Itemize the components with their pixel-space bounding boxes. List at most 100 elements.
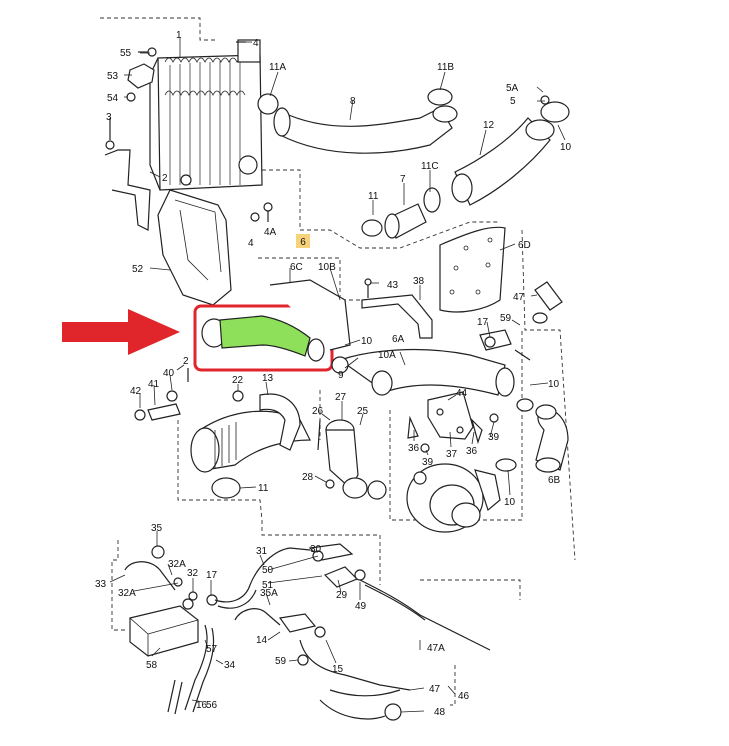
callout: 6D bbox=[518, 240, 531, 251]
callout: 2 bbox=[162, 173, 168, 184]
callout: 11A bbox=[269, 62, 286, 73]
turbo-pipe bbox=[331, 348, 515, 397]
callout: 35 bbox=[151, 523, 163, 534]
turbocharger bbox=[406, 463, 501, 533]
callout: 59 bbox=[500, 313, 512, 324]
callout: 32A bbox=[118, 588, 136, 599]
pipe-27 bbox=[317, 419, 387, 500]
callout: 5 bbox=[510, 96, 516, 107]
callout: 5A bbox=[506, 83, 519, 94]
bracket-clip bbox=[126, 41, 246, 102]
callout: 44 bbox=[456, 388, 468, 399]
callout: 1 bbox=[176, 30, 182, 41]
air-duct bbox=[157, 174, 232, 306]
callout: 14 bbox=[256, 635, 268, 646]
callout: 11 bbox=[368, 191, 379, 202]
hose-6B bbox=[495, 398, 569, 473]
callout: 38 bbox=[413, 276, 425, 287]
callout: 16 bbox=[196, 700, 208, 711]
callout: 52 bbox=[132, 264, 144, 275]
bracket-37 bbox=[407, 391, 499, 453]
callout: 32 bbox=[187, 568, 199, 579]
callout: 58 bbox=[146, 660, 158, 671]
callout: 27 bbox=[335, 392, 347, 403]
callout: 32A bbox=[168, 559, 186, 570]
callout: 22 bbox=[232, 375, 244, 386]
callout: 26 bbox=[312, 406, 324, 417]
callout: 43 bbox=[387, 280, 399, 291]
callout: 53 bbox=[107, 71, 119, 82]
callout: 11C bbox=[421, 161, 439, 172]
highlighted-hose-6 bbox=[201, 315, 325, 362]
callout: 47 bbox=[429, 684, 441, 695]
callout: 54 bbox=[107, 93, 119, 104]
callout: 28 bbox=[302, 472, 314, 483]
vacuum-reservoir bbox=[129, 598, 199, 657]
vacuum-lines bbox=[124, 543, 491, 721]
callout: 10 bbox=[361, 336, 373, 347]
callout: 10 bbox=[548, 379, 560, 390]
callout: 6B bbox=[548, 475, 561, 486]
callout: 39 bbox=[488, 432, 500, 443]
callout: 25 bbox=[357, 406, 369, 417]
callout: 4A bbox=[264, 227, 277, 238]
highlight-label-box bbox=[296, 234, 310, 248]
callout: 51 bbox=[262, 580, 274, 591]
callout: 6A bbox=[392, 334, 405, 345]
callout: 34 bbox=[224, 660, 236, 671]
callout: 41 bbox=[148, 379, 160, 390]
callout: 10B bbox=[318, 262, 336, 273]
callout: 6C bbox=[290, 262, 303, 273]
callout: 4 bbox=[248, 238, 254, 249]
callout: 33 bbox=[95, 579, 107, 590]
callout: 36 bbox=[408, 443, 420, 454]
callout: 7 bbox=[400, 174, 406, 185]
heat-shield bbox=[439, 226, 506, 313]
callout: 49 bbox=[355, 601, 367, 612]
callout: 50 bbox=[262, 565, 274, 576]
callout: 8 bbox=[350, 96, 356, 107]
callout: 42 bbox=[130, 386, 142, 397]
callout: 36 bbox=[466, 446, 478, 457]
callout: 57 bbox=[206, 644, 218, 655]
pipe-bracket bbox=[269, 267, 351, 351]
callout: 2 bbox=[183, 356, 189, 367]
callout-labels: 55 1 4 11A 11B 5A 5 53 54 8 3 12 10 2 11… bbox=[95, 30, 572, 718]
callout: 10 bbox=[504, 497, 516, 508]
red-pointer-arrow bbox=[62, 309, 180, 355]
callout: 37 bbox=[446, 449, 458, 460]
callout: 47 bbox=[513, 292, 525, 303]
callout: 10A bbox=[378, 350, 396, 361]
callout: 55 bbox=[120, 48, 132, 59]
callout: 35A bbox=[260, 588, 278, 599]
bracket-38 bbox=[361, 278, 433, 339]
callout: 17 bbox=[477, 317, 489, 328]
callout: 15 bbox=[332, 664, 344, 675]
callout: 11B bbox=[437, 62, 454, 73]
hose-7 bbox=[361, 187, 441, 239]
callout: 59 bbox=[275, 656, 287, 667]
callout: 40 bbox=[163, 368, 175, 379]
callout: 47A bbox=[427, 643, 445, 654]
intercooler bbox=[149, 39, 263, 191]
callout: 3 bbox=[106, 112, 112, 123]
intake-hose-13 bbox=[190, 390, 311, 499]
callout: 17 bbox=[206, 570, 218, 581]
screws-4 bbox=[250, 202, 273, 222]
callout: 4 bbox=[253, 38, 259, 49]
valve-47 bbox=[479, 281, 563, 361]
bolts-40-42 bbox=[134, 368, 189, 421]
mounting-bracket bbox=[104, 118, 151, 231]
callout: 30 bbox=[310, 544, 322, 555]
hose-12 bbox=[451, 95, 570, 206]
callout: 12 bbox=[483, 120, 495, 131]
callout: 48 bbox=[434, 707, 446, 718]
leader-lines bbox=[109, 38, 566, 713]
callout: 31 bbox=[256, 546, 268, 557]
highlight-label: 6 bbox=[300, 237, 306, 248]
callout: 56 bbox=[206, 700, 218, 711]
hose-8 bbox=[257, 88, 458, 154]
callout: 39 bbox=[422, 457, 434, 468]
callout: 29 bbox=[336, 590, 348, 601]
